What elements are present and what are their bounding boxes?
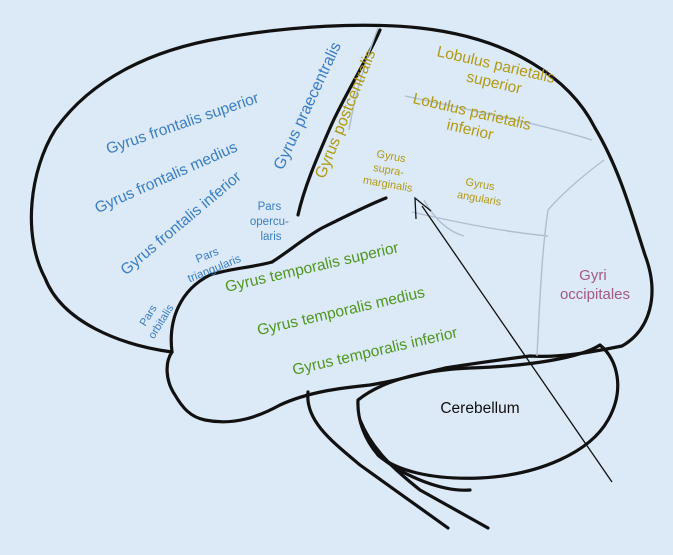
pointer-arrow-line <box>421 205 613 483</box>
pointer-arrow-head <box>414 196 432 220</box>
label-gyrus-temporalis-medius: Gyrus temporalis medius <box>256 284 427 339</box>
cerebellum-lower-lobe <box>376 453 472 492</box>
frontal-lobe-base <box>169 260 274 354</box>
parieto-temporal-border <box>411 211 549 237</box>
postcentral-sulcus <box>348 27 379 131</box>
label-lobulus-parietalis-inferior: Lobulus parietalis inferior <box>407 90 537 152</box>
label-gyri-occipitales: Gyri occipitales <box>560 267 630 303</box>
central-sulcus <box>296 28 382 217</box>
brainstem-posterior-edge <box>358 418 490 530</box>
label-gyrus-supramarginalis: Gyrus supra- marginalis <box>362 147 419 195</box>
lateral-fissure <box>270 196 388 264</box>
parieto-occipital-border <box>536 159 605 357</box>
label-gyrus-frontalis-superior: Gyrus frontalis superior <box>104 90 261 158</box>
intraparietal-sulcus <box>404 95 593 141</box>
cerebrum-outline <box>29 23 654 424</box>
label-pars-opercularis: Pars opercu- laris <box>250 201 292 243</box>
label-lobulus-parietalis-superior: Lobulus parietalis superior <box>431 43 561 105</box>
brainstem-anterior-edge <box>306 390 450 530</box>
label-gyrus-angularis: Gyrus angularis <box>456 175 505 208</box>
supramarginal-angular-border <box>423 199 465 237</box>
label-cerebellum: Cerebellum <box>440 400 519 417</box>
